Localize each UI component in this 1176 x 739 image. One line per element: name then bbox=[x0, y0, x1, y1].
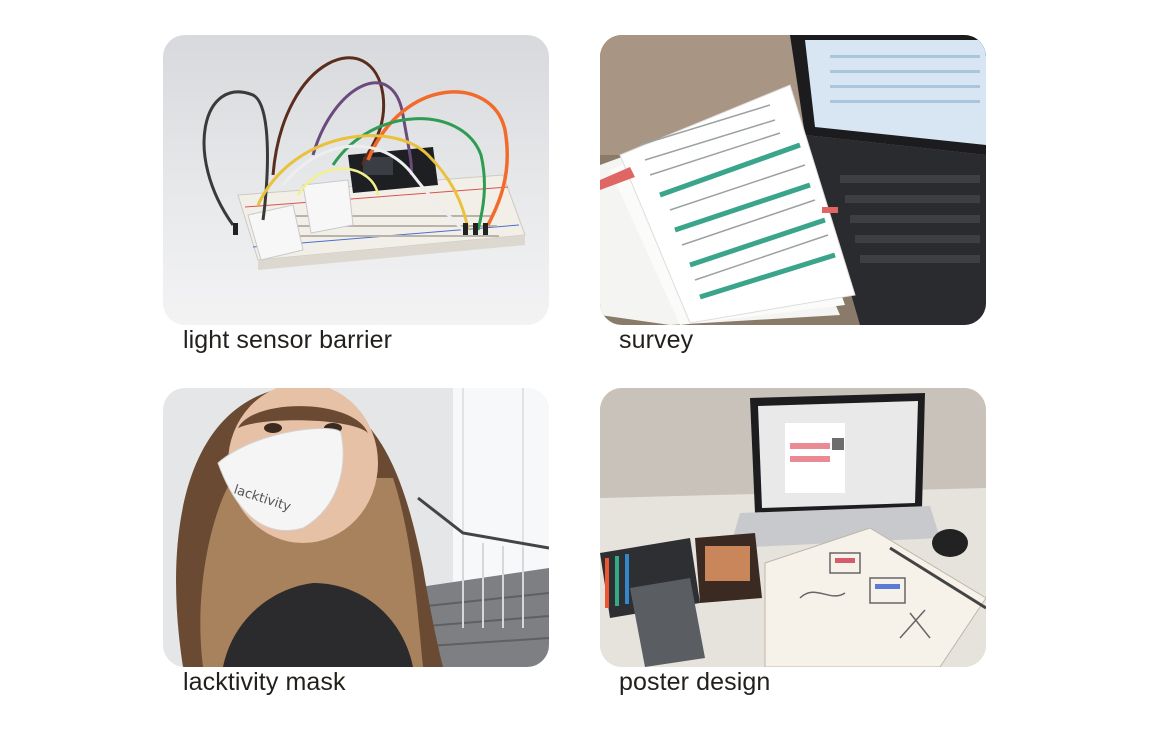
masked-person-selfie-photo: lacktivity bbox=[163, 388, 549, 667]
caption: poster design bbox=[619, 668, 771, 696]
laptop-sketches-photo bbox=[600, 388, 986, 667]
survey-papers-laptop-photo bbox=[600, 35, 986, 325]
caption: survey bbox=[619, 326, 694, 354]
caption: light sensor barrier bbox=[183, 326, 393, 354]
breadboard-circuit-photo bbox=[163, 35, 549, 325]
caption: lacktivity mask bbox=[183, 668, 346, 696]
